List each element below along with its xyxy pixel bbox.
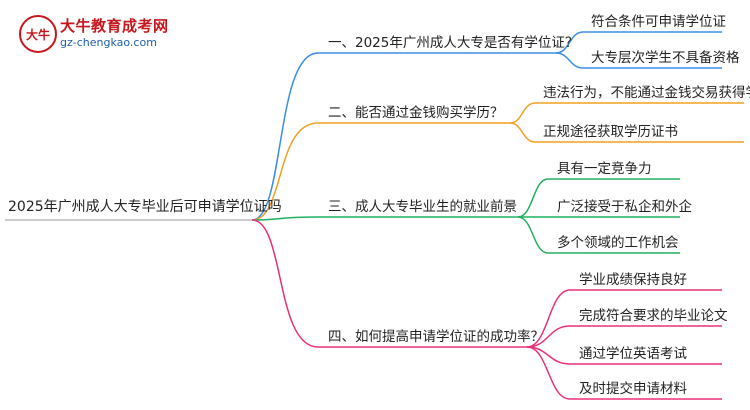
- branch-4-leaf-1: 学业成绩保持良好: [579, 272, 687, 288]
- branch-1-leaf-1-connector: [555, 31, 722, 54]
- branch-2-connector: [251, 122, 510, 221]
- branch-2-leaf-2: 正规途径获取学历证书: [543, 124, 678, 140]
- branch-4-leaf-3: 通过学位英语考试: [579, 346, 687, 362]
- branch-2-label: 二、能否通过金钱购买学历？: [328, 105, 504, 121]
- branch-1-connector: [251, 52, 556, 221]
- branch-4-leaf-1-connector: [526, 289, 722, 348]
- branch-1-label: 一、2025年广州成人大专是否有学位证？: [328, 35, 579, 51]
- branch-2-leaf-2-connector: [509, 122, 744, 143]
- branch-4-leaf-4: 及时提交申请材料: [579, 381, 687, 397]
- branch-3-leaf-3: 多个领域的工作机会: [557, 235, 679, 251]
- logo-name: 大牛教育成考网: [60, 17, 169, 35]
- site-logo[interactable]: 大牛 大牛教育成考网 gz-chengkao.com: [18, 14, 168, 54]
- branch-3-leaf-1-connector: [517, 178, 680, 218]
- branch-3-label: 三、成人大专毕业生的就业前景: [328, 199, 517, 215]
- branch-3-leaf-2: 广泛接受于私企和外企: [557, 199, 692, 215]
- branch-3-leaf-1: 具有一定竞争力: [557, 161, 652, 177]
- branch-2-leaf-1: 违法行为，不能通过金钱交易获得学历: [543, 85, 750, 101]
- branch-1-leaf-2: 大专层次学生不具备资格: [591, 50, 740, 66]
- branch-1-leaf-2-connector: [555, 52, 722, 69]
- branch-4-leaf-4-connector: [526, 346, 722, 400]
- logo-mark-text: 大牛: [26, 27, 50, 42]
- logo-url: gz-chengkao.com: [60, 36, 157, 49]
- branch-4-leaf-3-connector: [526, 346, 722, 365]
- branch-3-connector: [251, 216, 518, 221]
- branch-4-connector: [251, 219, 527, 348]
- branch-2-leaf-1-connector: [509, 102, 744, 124]
- mindmap-root: 2025年广州成人大专毕业后可申请学位证吗: [8, 199, 282, 215]
- branch-4-label: 四、如何提高申请学位证的成功率？: [328, 329, 544, 345]
- branch-3-leaf-3-connector: [517, 216, 680, 254]
- branch-1-leaf-1: 符合条件可申请学位证: [591, 14, 726, 30]
- logo-mark-icon: 大牛: [19, 15, 57, 53]
- branch-4-leaf-2: 完成符合要求的毕业论文: [579, 308, 728, 324]
- branch-4-leaf-2-connector: [526, 325, 722, 348]
